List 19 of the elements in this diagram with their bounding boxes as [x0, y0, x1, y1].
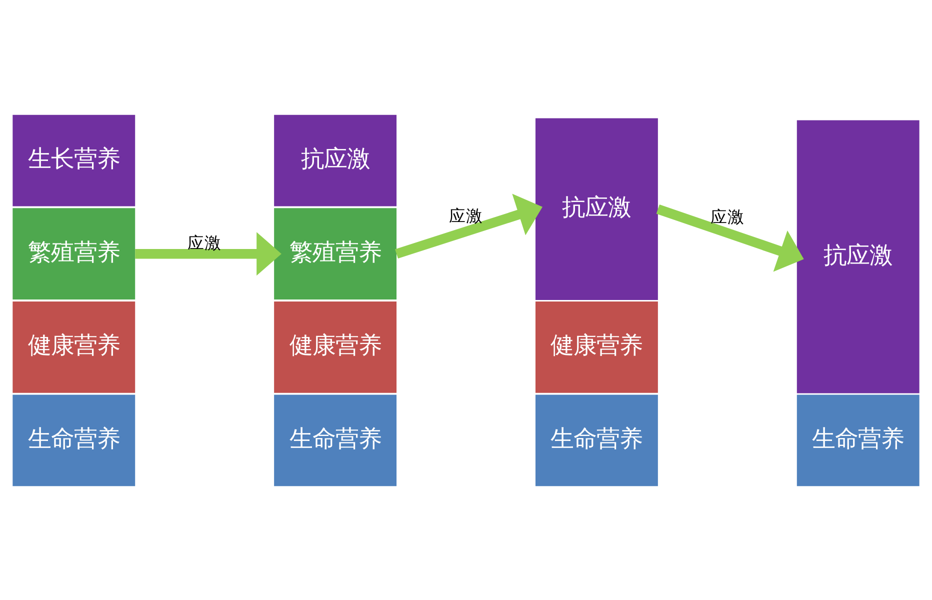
node-box: 健康营养: [535, 300, 658, 392]
node-box: 抗应激: [274, 114, 397, 206]
node-box: 繁殖营养: [12, 208, 136, 300]
edge-label: 应激: [188, 233, 222, 252]
node-box: 生长营养: [12, 114, 136, 206]
node-box: 生命营养: [535, 394, 658, 486]
edge-label: 应激: [710, 206, 744, 226]
node-box: 繁殖营养: [274, 208, 397, 300]
node-box: 抗应激: [535, 118, 658, 300]
arrow: [656, 204, 804, 272]
node-box: 生命营养: [796, 394, 920, 486]
edge-label: 应激: [449, 206, 483, 225]
arrow: [135, 232, 282, 276]
node-box: 生命营养: [12, 394, 136, 486]
arrow: [395, 193, 543, 258]
node-box: 抗应激: [796, 120, 920, 393]
node-box: 生命营养: [274, 394, 397, 486]
node-box: 健康营养: [274, 300, 397, 392]
node-box: 健康营养: [12, 300, 136, 392]
